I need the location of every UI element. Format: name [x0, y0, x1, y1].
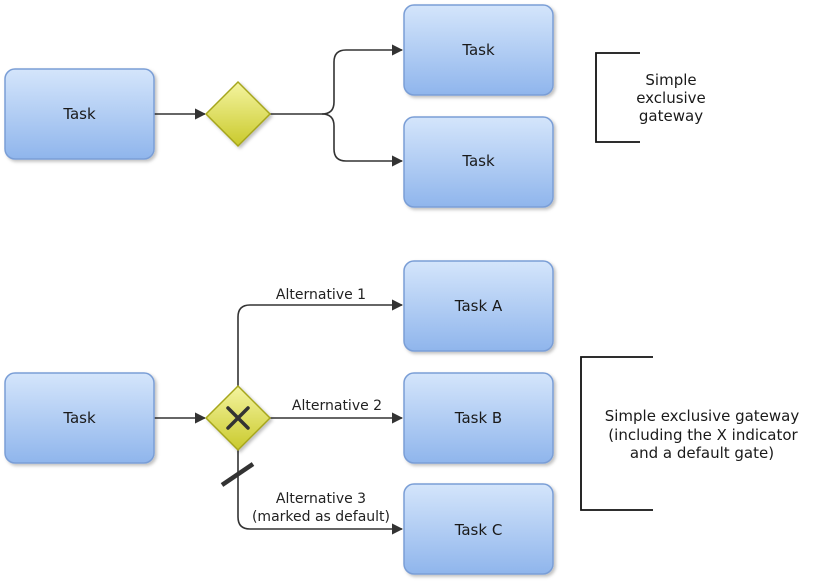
annotation-line: gateway: [639, 107, 703, 125]
flow-gateway-to-upper-task: [270, 44, 404, 115]
annotation-line: exclusive: [636, 89, 706, 107]
task-source[interactable]: Task: [4, 68, 155, 160]
task-a[interactable]: Task A: [403, 260, 554, 352]
edge-label-alternative-1: Alternative 1: [276, 287, 366, 303]
diagram-simple-gateway: Task Task Task Simple exclusive gateway: [4, 4, 706, 208]
task-label: Task: [461, 152, 495, 170]
task-label: Task B: [454, 409, 502, 427]
exclusive-gateway-x[interactable]: [204, 384, 272, 452]
flow-alternative-1: [237, 299, 404, 386]
flow-alternative-3-default: [237, 450, 404, 535]
edge-label-alternative-3: Alternative 3: [276, 491, 366, 507]
task-upper[interactable]: Task: [403, 4, 554, 96]
text-annotation-1: Simple exclusive gateway: [595, 52, 706, 143]
task-source[interactable]: Task: [4, 372, 155, 464]
task-lower[interactable]: Task: [403, 116, 554, 208]
exclusive-gateway[interactable]: [204, 80, 272, 148]
annotation-line: and a default gate): [630, 444, 774, 462]
annotation-line: Simple exclusive gateway: [605, 407, 800, 425]
task-label: Task C: [454, 521, 503, 539]
task-label: Task: [461, 41, 495, 59]
text-annotation-2: Simple exclusive gateway (including the …: [580, 356, 800, 511]
task-label: Task: [62, 105, 96, 123]
default-flow-marker: [220, 462, 255, 487]
annotation-line: (including the X indicator: [608, 426, 798, 444]
x-marker-icon: [226, 406, 250, 430]
task-b[interactable]: Task B: [403, 372, 554, 464]
diagram-x-gateway-default: Alternative 1 Alternative 2 Alternative …: [4, 260, 800, 575]
annotation-line: Simple: [645, 71, 696, 89]
task-c[interactable]: Task C: [403, 483, 554, 575]
edge-label-alternative-2: Alternative 2: [292, 398, 382, 414]
edge-label-alternative-3-note: (marked as default): [252, 509, 390, 525]
task-label: Task A: [454, 297, 503, 315]
flow-gateway-to-lower-task: [321, 113, 404, 167]
task-label: Task: [62, 409, 96, 427]
